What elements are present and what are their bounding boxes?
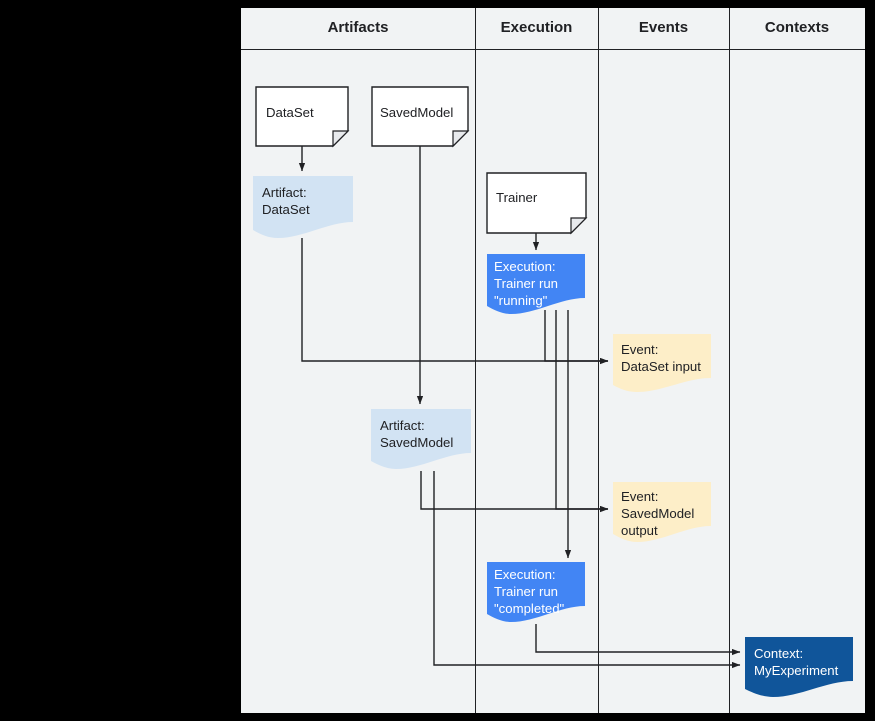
column-header-events: Events: [638, 19, 689, 36]
column-header-contexts: Contexts: [764, 19, 830, 36]
edge-artifactsavedmodel-to-eventoutput: [420, 471, 609, 513]
column-header-execution: Execution: [500, 19, 573, 36]
connectors: [298, 146, 741, 669]
node-shape-event-dataset-input: [613, 334, 711, 392]
node-fold-dataset-template: [332, 130, 350, 148]
node-shape-execution-running: [487, 254, 585, 314]
edge-artifactsavedmodel-to-context: [433, 471, 741, 669]
node-fold-savedmodel-template: [452, 130, 470, 148]
edge-execrunning-to-eventinput: [544, 310, 609, 365]
edge-artifactdataset-to-event: [301, 238, 609, 365]
node-shape-event-savedmodel-output: [613, 482, 711, 542]
node-shape-execution-completed: [487, 562, 585, 622]
node-fold-trainer-template: [570, 217, 588, 235]
node-shape-artifact-savedmodel: [371, 409, 471, 469]
edge-execcompleted-to-context: [535, 624, 741, 656]
node-shapes: [253, 86, 853, 697]
node-shape-artifact-dataset: [253, 176, 353, 238]
node-shape-context-myexperiment: [745, 637, 853, 697]
column-header-artifacts: Artifacts: [327, 19, 389, 36]
edge-execrunning-to-eventoutput: [555, 310, 609, 513]
